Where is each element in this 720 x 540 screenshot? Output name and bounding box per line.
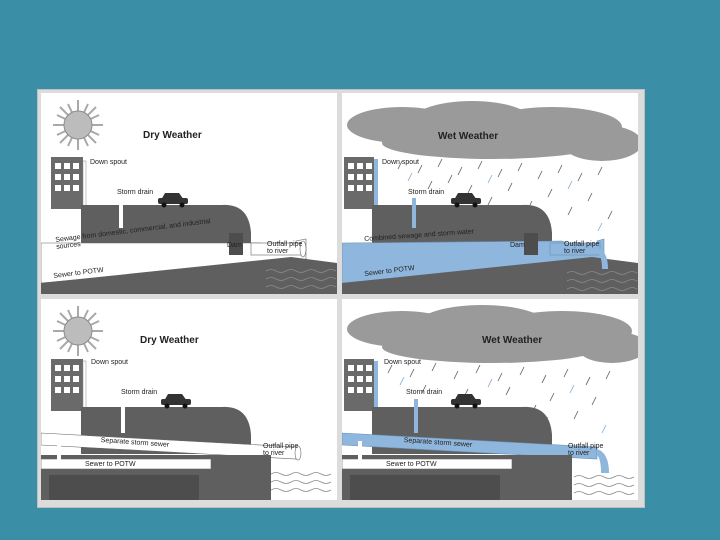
- dam-label: Dam: [510, 242, 525, 249]
- sewer-to-potw-pipe: [41, 458, 212, 470]
- downspout-label: Down spout: [91, 359, 128, 366]
- river: [265, 269, 337, 289]
- storm-drain-pipe: [119, 198, 123, 228]
- panel-title: Dry Weather: [140, 335, 199, 346]
- scene-separate-dry: [41, 306, 332, 500]
- panel-separate-dry: Dry Weather Down spout Storm drain Separ…: [41, 299, 337, 500]
- scene-separate-wet: [342, 305, 638, 500]
- dam-label: Dam: [227, 242, 242, 249]
- car-icon: [158, 193, 188, 208]
- panel-title: Wet Weather: [438, 131, 499, 142]
- panel-title: Dry Weather: [143, 130, 202, 141]
- storm-drain-label: Storm drain: [117, 189, 154, 196]
- diagram-frame: Dry Weather Down spout Storm drain Sewag…: [37, 89, 645, 508]
- storm-drain-label: Storm drain: [408, 189, 445, 196]
- panel-title: Wet Weather: [482, 335, 543, 346]
- outfall-label: Outfall pipe to river: [267, 241, 303, 255]
- downspout-label: Down spout: [384, 359, 421, 366]
- cloud-icon: [347, 101, 638, 161]
- rain: [397, 158, 613, 220]
- sun-icon: [53, 100, 103, 150]
- scene-combined-dry: [41, 100, 337, 294]
- sewer-label: Sewer to POTW: [386, 461, 437, 468]
- panel-separate-wet: Wet Weather Down spout Storm drain Separ…: [342, 299, 638, 500]
- cloud-icon: [347, 305, 638, 363]
- car-icon: [451, 394, 481, 409]
- separate-storm-sewer: [342, 432, 598, 460]
- dam: [229, 233, 243, 255]
- scene-combined-wet: [342, 101, 638, 294]
- sun-icon: [53, 306, 103, 356]
- panel-combined-dry: Dry Weather Down spout Storm drain Sewag…: [41, 93, 337, 294]
- storm-drain-label: Storm drain: [406, 389, 443, 396]
- sewer-label: Sewer to POTW: [85, 461, 136, 468]
- outfall-label: Outfall pipe to river: [564, 241, 600, 255]
- downspout-label: Down spout: [382, 159, 419, 166]
- downspout-label: Down spout: [90, 159, 127, 166]
- car-icon: [451, 193, 481, 208]
- storm-drain-label: Storm drain: [121, 389, 158, 396]
- dam: [524, 233, 538, 255]
- panel-combined-wet: Wet Weather Down spout Storm drain Combi…: [342, 93, 638, 294]
- ground-block: [81, 204, 251, 253]
- car-icon: [161, 394, 191, 409]
- outfall-label: Outfall pipe to river: [568, 443, 604, 457]
- outfall-label: Outfall pipe to river: [263, 443, 299, 457]
